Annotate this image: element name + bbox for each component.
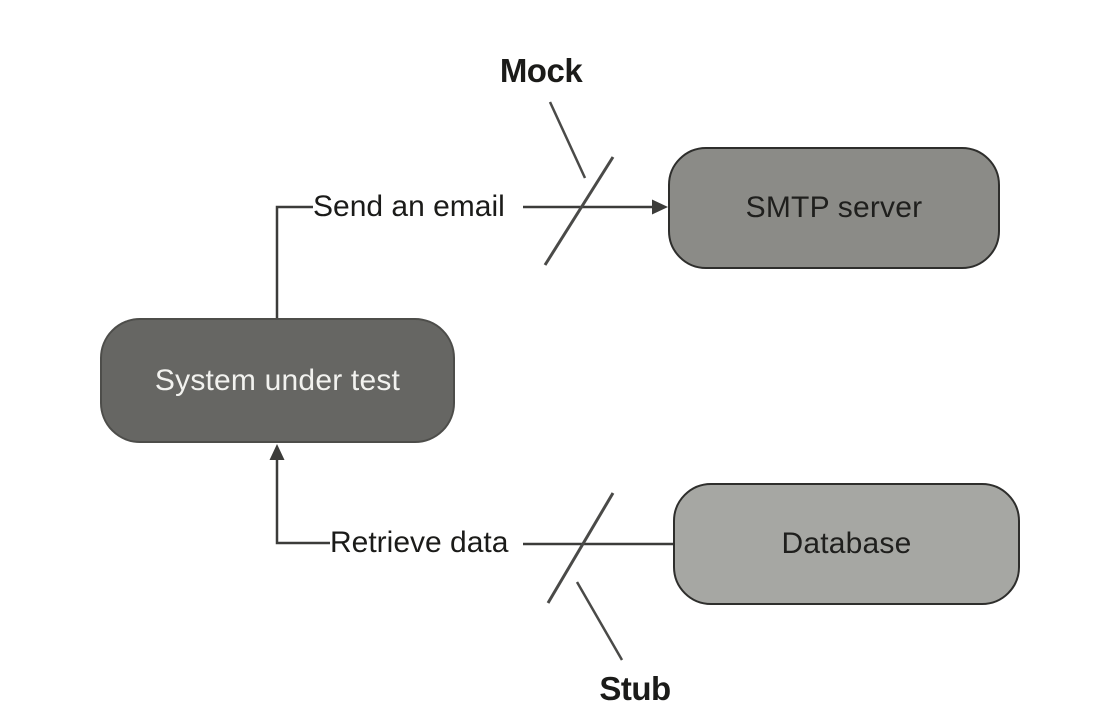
- node-database: Database: [673, 483, 1020, 605]
- node-smtp-server: SMTP server: [668, 147, 1000, 269]
- node-system-under-test: System under test: [100, 318, 455, 443]
- node-database-label: Database: [781, 527, 912, 560]
- stub-leader-line: [575, 581, 624, 661]
- node-smtp-server-label: SMTP server: [745, 191, 923, 224]
- stub-slash: [546, 492, 615, 604]
- send-email-connector-elbow: [275, 205, 313, 318]
- annotation-mock: Mock: [499, 52, 583, 89]
- retrieve-data-connector-elbow: [275, 456, 330, 545]
- edge-label-send-an-email: Send an email: [313, 190, 505, 223]
- node-system-under-test-label: System under test: [154, 363, 401, 397]
- edge-label-retrieve-data: Retrieve data: [330, 526, 509, 559]
- annotation-stub: Stub: [599, 670, 671, 707]
- mock-slash: [543, 156, 615, 266]
- send-email-arrowhead: [652, 199, 668, 215]
- mock-leader-line: [548, 101, 587, 179]
- retrieve-data-arrowhead: [269, 444, 285, 460]
